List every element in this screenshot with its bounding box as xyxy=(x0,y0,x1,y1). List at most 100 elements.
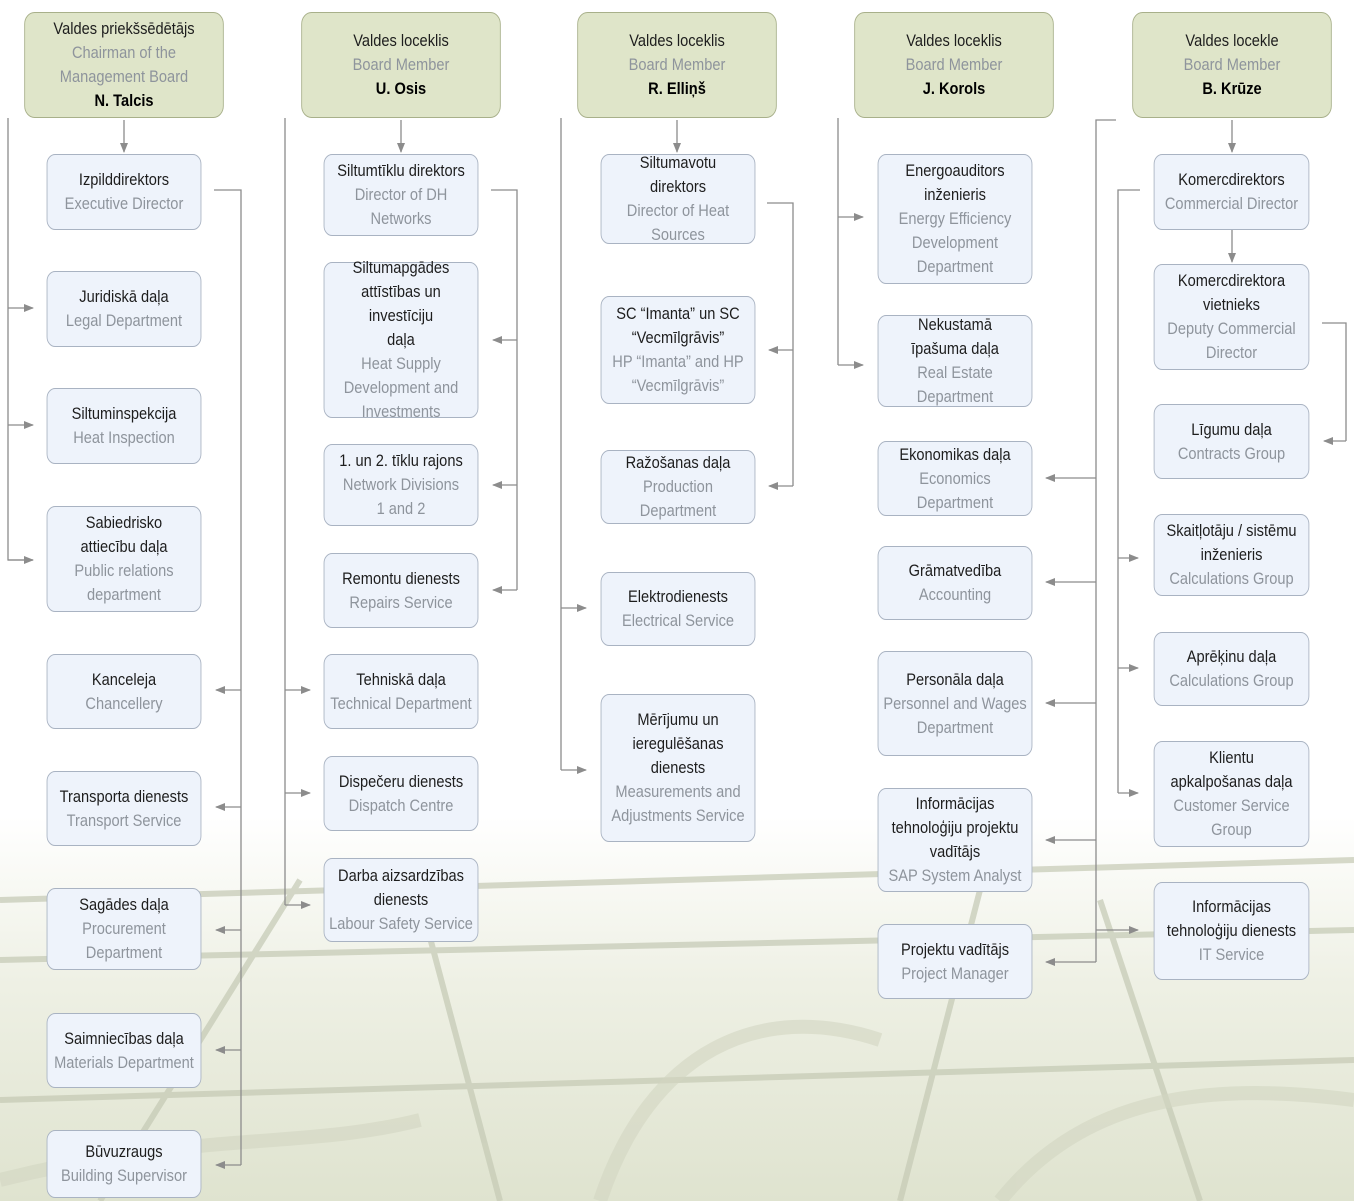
unit-label-en: Adjustments Service xyxy=(611,806,745,825)
chancellery-box: Kanceleja Chancellery xyxy=(46,654,202,729)
labour-safety-box: Darba aizsardzības dienests Labour Safet… xyxy=(323,858,479,942)
unit-label-lv: Darba aizsardzības xyxy=(338,866,464,885)
unit-label-en: Materials Department xyxy=(54,1052,194,1072)
dispatch-centre-box: Dispečeru dienests Dispatch Centre xyxy=(323,756,479,831)
unit-label-lv: Siltuminspekcija xyxy=(71,404,177,423)
chairman-title-en-1: Chairman of the xyxy=(71,43,177,62)
public-relations-box: Sabiedrisko attiecību daļa Public relati… xyxy=(46,506,202,612)
unit-label-lv: Nekustamā xyxy=(918,315,992,334)
unit-label-en: Technical Department xyxy=(330,693,472,713)
unit-label-lv: Kanceleja xyxy=(91,669,157,689)
unit-label-lv: Personāla daļa xyxy=(906,669,1004,689)
board-member-name: U. Osis xyxy=(375,79,427,98)
procurement-box: Sagādes daļa Procurement Department xyxy=(46,888,202,970)
unit-label-lv: vietnieks xyxy=(1203,295,1260,314)
customer-service-box: Klientu apkalpošanas daļa Customer Servi… xyxy=(1153,741,1310,847)
unit-label-lv: dienests xyxy=(373,890,429,909)
unit-label-lv: Komercdirektors xyxy=(1178,170,1285,189)
unit-label-lv: Transporta dienests xyxy=(59,786,189,806)
unit-label-en: Labour Safety Service xyxy=(329,914,473,933)
production-department-box: Ražošanas daļa Production Department xyxy=(600,450,756,524)
unit-label-en: Department xyxy=(85,943,163,962)
unit-label-lv: inženieris xyxy=(924,185,986,204)
commercial-director-box: Komercdirektors Commercial Director xyxy=(1153,154,1310,230)
board-member-osis-box: Valdes loceklis Board Member U. Osis xyxy=(301,12,501,118)
unit-label-lv: attīstības un investīciju xyxy=(361,282,441,325)
unit-label-en: Development xyxy=(911,233,999,252)
unit-label-lv: Saimniecības daļa xyxy=(64,1028,184,1048)
unit-label-lv: Elektrodienests xyxy=(628,587,728,606)
unit-label-lv: attiecību daļa xyxy=(80,537,168,556)
unit-label-en: Contracts Group xyxy=(1177,443,1286,463)
board-member-title-en: Board Member xyxy=(628,55,726,74)
unit-label-en: Procurement xyxy=(82,919,166,938)
board-member-title-lv: Valdes loceklis xyxy=(906,31,1002,50)
measurements-adjustments-box: Mērījumu un ieregulēšanas dienests Measu… xyxy=(600,694,756,842)
unit-label-en: Accounting xyxy=(918,585,992,604)
unit-label-en: Commercial Director xyxy=(1164,194,1299,213)
accounting-box: Grāmatvedība Accounting xyxy=(877,546,1033,620)
executive-director-box: Izpilddirektors Executive Director xyxy=(46,154,202,230)
materials-department-box: Saimniecības daļa Materials Department xyxy=(46,1013,202,1088)
imanta-vecmilgravis-box: SC “Imanta” un SC “Vecmīlgrāvis” HP “Ima… xyxy=(600,296,756,404)
unit-label-en: Heat Inspection xyxy=(73,428,175,447)
heat-supply-development-box: Siltumapgādes attīstības un investīciju … xyxy=(323,258,479,421)
unit-label-lv: Informācijas xyxy=(915,794,995,813)
unit-label-lv: apkalpošanas daļa xyxy=(1170,772,1293,791)
board-member-title-en: Board Member xyxy=(1183,55,1281,74)
unit-label-en: Heat Supply xyxy=(361,354,441,373)
unit-label-lv: Skaitļotāju / sistēmu xyxy=(1166,521,1297,540)
it-service-box: Informācijas tehnoloģiju dienests IT Ser… xyxy=(1153,882,1310,980)
unit-label-en: Development and xyxy=(343,378,459,397)
unit-label-lv: Siltumavotu xyxy=(639,153,717,172)
unit-label-en: Production Department xyxy=(639,477,717,520)
unit-label-en: Personnel and Wages xyxy=(883,693,1027,713)
unit-label-lv: SC “Imanta” un SC xyxy=(616,304,740,323)
unit-label-en: Calculations Group xyxy=(1169,671,1294,690)
heat-inspection-box: Siltuminspekcija Heat Inspection xyxy=(46,388,202,464)
board-member-name: J. Korols xyxy=(922,79,986,98)
unit-label-lv: Dispečeru dienests xyxy=(338,771,464,791)
board-member-ellins-box: Valdes loceklis Board Member R. Elliņš xyxy=(577,12,777,118)
unit-label-en: IT Service xyxy=(1198,945,1265,964)
unit-label-en: Director xyxy=(1205,343,1258,362)
unit-label-lv: Ražošanas daļa xyxy=(625,453,731,472)
unit-label-en: Department xyxy=(916,257,994,276)
unit-label-lv: Komercdirektora xyxy=(1177,271,1286,290)
unit-label-en: Investments xyxy=(361,402,441,421)
deputy-commercial-director-box: Komercdirektora vietnieks Deputy Commerc… xyxy=(1153,264,1310,370)
systems-engineer-box: Skaitļotāju / sistēmu inženieris Calcula… xyxy=(1153,514,1310,596)
unit-label-en: Repairs Service xyxy=(349,592,453,612)
unit-label-lv: Juridiskā daļa xyxy=(79,287,169,306)
it-project-manager-box: Informācijas tehnoloģiju projektu vadītā… xyxy=(877,788,1033,892)
unit-label-en: Director of DH xyxy=(354,185,448,204)
board-member-name: R. Elliņš xyxy=(648,79,706,98)
unit-label-en: Legal Department xyxy=(65,311,183,330)
unit-label-en: Network Divisions xyxy=(342,475,460,494)
unit-label-lv: Grāmatvedība xyxy=(908,561,1002,580)
unit-label-lv: Izpilddirektors xyxy=(78,170,170,189)
board-member-kruze-box: Valdes locekle Board Member B. Krūze xyxy=(1132,12,1332,118)
unit-label-en: Real Estate Department xyxy=(916,363,994,406)
chairman-name: N. Talcis xyxy=(94,91,154,110)
unit-label-en: Customer Service xyxy=(1173,796,1290,815)
unit-label-en: 1 and 2 xyxy=(376,499,426,518)
unit-label-lv: Energoauditors xyxy=(905,161,1005,180)
unit-label-lv: Sabiedrisko xyxy=(85,513,163,532)
technical-department-box: Tehniskā daļa Technical Department xyxy=(323,654,479,729)
unit-label-en: Transport Service xyxy=(66,810,182,830)
dh-networks-director-box: Siltumtīklu direktors Director of DH Net… xyxy=(323,154,479,236)
unit-label-lv: “Vecmīlgrāvis” xyxy=(631,328,725,347)
unit-label-en: Group xyxy=(1211,820,1252,839)
unit-label-lv: īpašuma daļa xyxy=(911,339,999,358)
real-estate-box: Nekustamā īpašuma daļa Real Estate Depar… xyxy=(877,315,1033,407)
unit-label-en: Executive Director xyxy=(64,194,184,213)
unit-label-lv: Siltumapgādes xyxy=(352,258,450,277)
chairman-box: Valdes priekšsēdētājs Chairman of the Ma… xyxy=(24,12,224,118)
unit-label-en: “Vecmīlgrāvis” xyxy=(631,376,725,395)
repairs-service-box: Remontu dienests Repairs Service xyxy=(323,553,479,628)
board-member-title-lv: Valdes loceklis xyxy=(629,31,725,50)
unit-label-lv: Būvuzraugs xyxy=(85,1142,163,1161)
board-member-title-en: Board Member xyxy=(352,55,450,74)
unit-label-lv: Klientu xyxy=(1209,748,1254,767)
